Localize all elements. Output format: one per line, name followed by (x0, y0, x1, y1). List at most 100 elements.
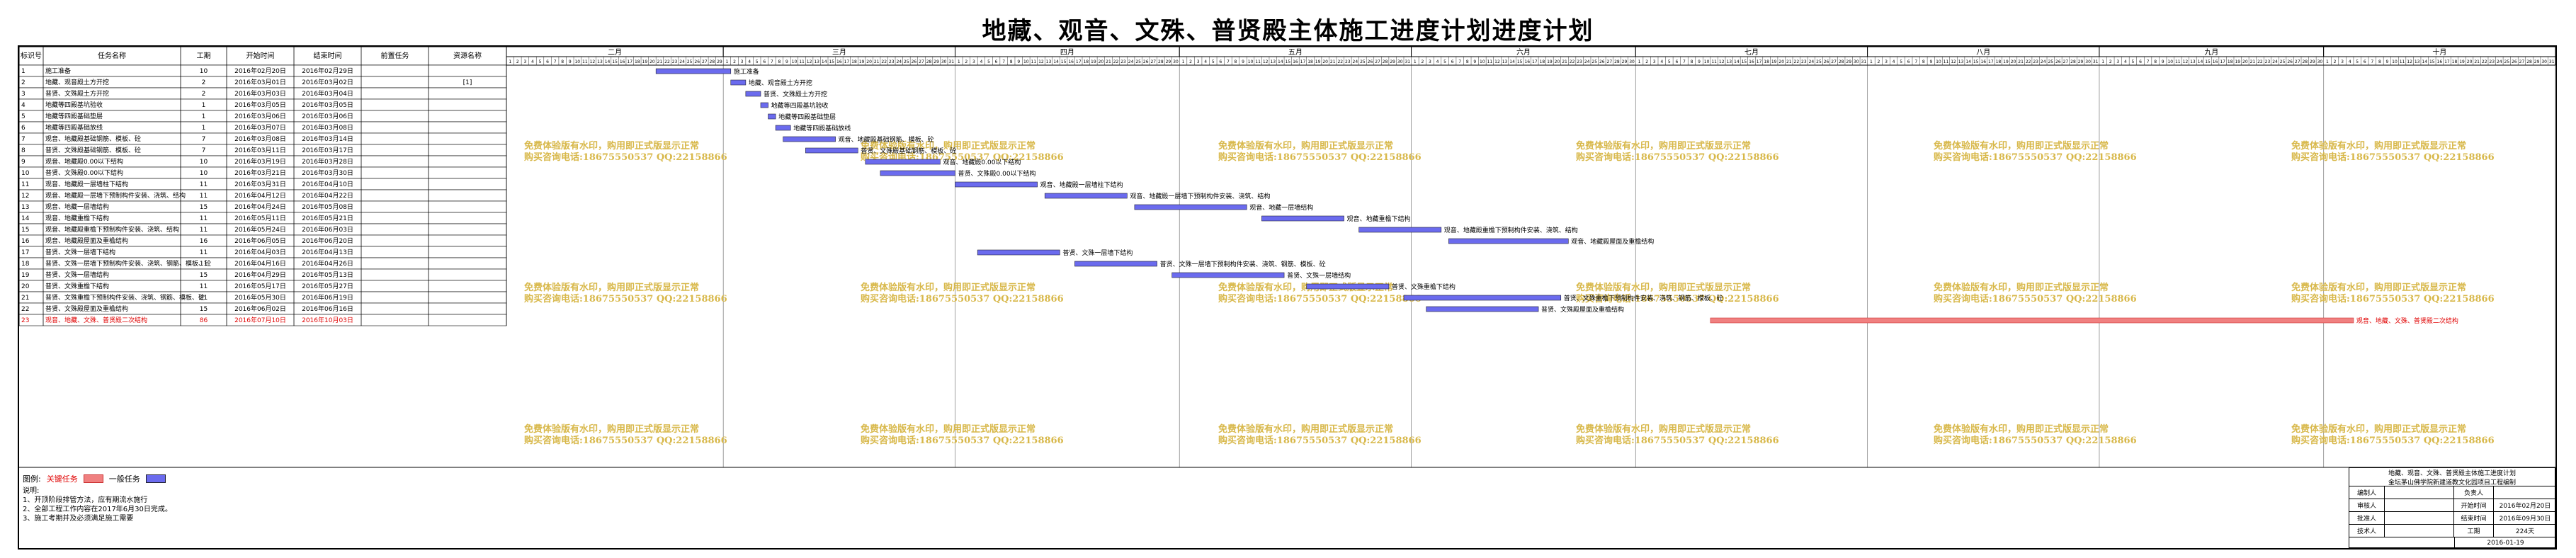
day-label: 27 (702, 59, 708, 64)
info-row: 编制人 负责人 (2349, 486, 2555, 499)
table-cell: 2016年03月19日 (234, 157, 286, 166)
notes: 说明: 1、开顶阶段排管方法，应有期流水施行 2、全部工程工作内容在2017年6… (23, 486, 172, 523)
day-label: 8 (1922, 59, 1925, 64)
note-item: 2、全部工程工作内容在2017年6月30日完成。 (23, 506, 172, 513)
info-cell-value (2385, 512, 2454, 524)
table-cell: 2016年02月20日 (234, 67, 286, 75)
day-label: 18 (1996, 59, 2002, 64)
day-label: 4 (1204, 59, 1207, 64)
day-label: 23 (1577, 59, 1582, 64)
day-label: 19 (642, 59, 648, 64)
day-label: 28 (2070, 59, 2076, 64)
table-cell: 2016年06月03日 (302, 225, 353, 234)
gantt-bar (1044, 193, 1128, 199)
day-label: 14 (1734, 59, 1740, 64)
day-label: 25 (904, 59, 909, 64)
gantt-bar-label: 普贤、文殊殿屋面及重檐结构 (1541, 305, 1624, 314)
gantt-bar-label: 观音、地藏殿一层墙柱下结构 (1040, 181, 1123, 189)
day-label: 16 (2437, 59, 2443, 64)
day-label: 6 (995, 59, 998, 64)
day-label: 19 (859, 59, 865, 64)
watermark-text: 购买咨询电话:18675550537 QQ:22158866 (1576, 435, 1779, 446)
gantt-bar-label: 地藏等四殿基础垫层 (778, 113, 836, 121)
watermark-text: 购买咨询电话:18675550537 QQ:22158866 (524, 152, 727, 163)
info-cell-label: 负责人 (2454, 486, 2494, 499)
watermark-text: 购买咨询电话:18675550537 QQ:22158866 (1934, 152, 2137, 163)
legend-label: 图例: (23, 474, 41, 484)
day-label: 22 (664, 59, 670, 64)
legend-normal-label: 一般任务 (108, 474, 140, 484)
gantt-bar (1448, 238, 1569, 244)
day-label: 26 (1143, 59, 1149, 64)
day-label: 22 (2482, 59, 2487, 64)
table-cell: 普贤、文殊殿屋面及重檐结构 (45, 304, 128, 313)
day-label: 17 (1532, 59, 1538, 64)
day-label: 8 (2154, 59, 2157, 64)
day-label: 25 (1135, 59, 1141, 64)
table-cell: 普贤、文殊重檐下预制构件安装、浇筑、钢筋、模板、砼 (45, 293, 205, 302)
table-cell: 11 (200, 181, 208, 188)
table-cell: 86 (200, 317, 208, 324)
table-cell: 2016年03月31日 (234, 180, 286, 188)
table-cell: 11 (200, 193, 208, 200)
gantt-bar-label: 观音、地藏殿重檐下预制构件安装、浇筑、结构 (1444, 226, 1578, 234)
day-label: 9 (569, 59, 572, 64)
day-label: 23 (1801, 59, 1807, 64)
table-cell: 2016年02月29日 (302, 67, 353, 75)
month-header-label: 八月 (1976, 48, 1990, 57)
day-label: 4 (1893, 59, 1895, 64)
day-label: 26 (694, 59, 700, 64)
day-label: 12 (1494, 59, 1500, 64)
table-cell: 2016年05月24日 (234, 225, 286, 234)
day-label: 13 (1502, 59, 1508, 64)
table-cell: 3 (21, 91, 25, 98)
day-label: 22 (1113, 59, 1119, 64)
table-cell: 观音、地藏殿0.00以下结构 (45, 157, 123, 166)
day-label: 26 (1824, 59, 1829, 64)
day-label: 30 (1397, 59, 1403, 64)
watermark-text: 购买咨询电话:18675550537 QQ:22158866 (1576, 152, 1779, 163)
day-label: 1 (2326, 59, 2329, 64)
day-label: 10 (1936, 59, 1941, 64)
day-label: 21 (874, 59, 880, 64)
day-label: 29 (2534, 59, 2540, 64)
day-label: 24 (2272, 59, 2278, 64)
day-label: 14 (1965, 59, 1971, 64)
day-label: 11 (1031, 59, 1037, 64)
day-label: 19 (2459, 59, 2465, 64)
watermark-text: 购买咨询电话:18675550537 QQ:22158866 (1934, 293, 2137, 304)
day-label: 16 (836, 59, 842, 64)
month-header-label: 二月 (608, 48, 622, 57)
day-label: 21 (1786, 59, 1792, 64)
day-label: 11 (1487, 59, 1493, 64)
note-item: 3、施工考期并及必须满足施工需要 (23, 515, 134, 523)
table-cell: 地藏等四殿基础放线 (45, 123, 103, 132)
day-label: 11 (1944, 59, 1949, 64)
day-label: 10 (1480, 59, 1485, 64)
day-label: 13 (2190, 59, 2196, 64)
day-label: 28 (710, 59, 715, 64)
table-cell: 2016年10月03日 (302, 316, 353, 324)
day-label: 17 (2444, 59, 2450, 64)
day-label: 19 (2235, 59, 2240, 64)
day-label: 27 (2063, 59, 2069, 64)
day-label: 6 (1907, 59, 1910, 64)
day-label: 17 (1076, 59, 1082, 64)
info-cell-value: 224天 (2515, 528, 2535, 535)
gantt-bar (1261, 215, 1344, 222)
day-label: 17 (1988, 59, 1994, 64)
day-label: 13 (1046, 59, 1052, 64)
day-label: 12 (1951, 59, 1956, 64)
info-cell-value: 2016年02月20日 (2499, 503, 2551, 510)
day-label: 29 (1390, 59, 1395, 64)
day-label: 13 (814, 59, 819, 64)
day-label: 25 (2280, 59, 2286, 64)
gantt-bar (775, 125, 791, 131)
day-label: 2 (2334, 59, 2337, 64)
day-label: 1 (726, 59, 729, 64)
day-label: 22 (1337, 59, 1343, 64)
table-cell: 普贤、文殊殿0.00以下结构 (45, 169, 123, 177)
day-label: 2 (516, 59, 519, 64)
info-box: 地藏、观音、文殊、普贤殿主体施工进度计划 金坛茅山佛学院新建道教文化园项目工程编… (2349, 467, 2555, 549)
